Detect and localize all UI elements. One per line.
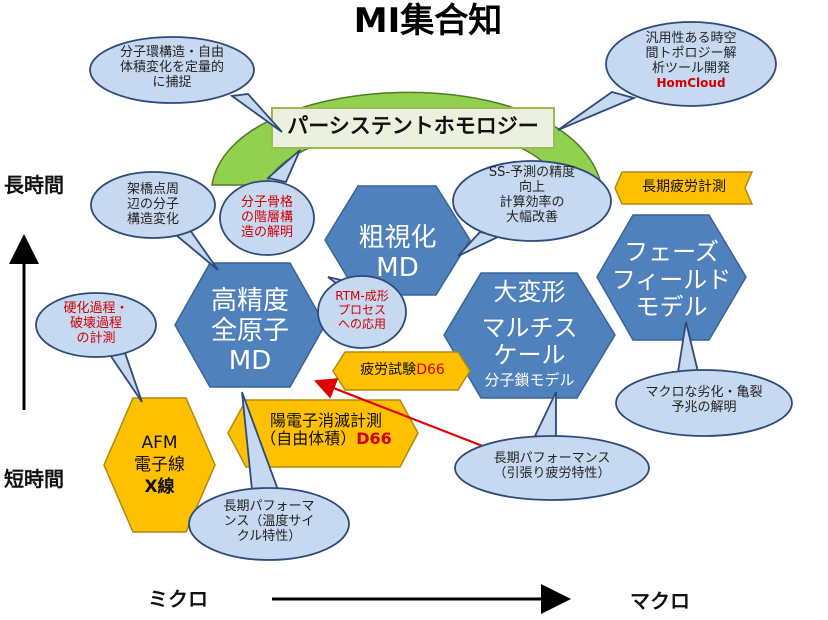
bubble-rtm-shape (317, 275, 407, 349)
x-axis-left-label: ミクロ (148, 587, 208, 611)
bubble-hardening-line3: の計測 (76, 330, 116, 346)
bubble-thermal-line1: 長期パフォーマ (223, 499, 315, 514)
bubble-thermal: 長期パフォーマ ンス（温度サイ クル特性） (199, 499, 339, 545)
bubble-hardening: 硬化過程・ 破壊過程 の計測 (46, 301, 146, 347)
y-axis-bottom-label: 短時間 (4, 467, 64, 491)
hex-md-full-line1: 高精度 (210, 286, 289, 316)
box-long-fatigue-shape (614, 171, 754, 205)
hex-multiscale-line3: ケール (493, 341, 566, 370)
bubble-ring-structure-line1: 分子環構造・自由 (119, 45, 224, 60)
bubble-ss-line3: 計算効率の (499, 194, 565, 210)
hex-multiscale-label: 大変形 マルチス ケール 分子鎖モデル (444, 278, 615, 389)
hex-phase-field-line1: フェーズ (624, 238, 719, 266)
bubble-skeleton-shape (219, 149, 315, 256)
bubble-tool-line2: 間トポロジー解 (645, 45, 737, 61)
box-positron-line2: （自由体積） (260, 429, 357, 449)
box-fatigue-test-shape (332, 351, 471, 391)
hex-afm (103, 397, 216, 533)
box-fatigue-test-text: 疲労試験 (360, 362, 417, 378)
bubble-ss: SS-予測の精度 向上 計算効率の 大幅改善 (462, 165, 602, 226)
box-positron-label: 陽電子消滅計測 （自由体積）D66 (246, 411, 406, 449)
bubble-tensile-line1: 長期パフォーマンス (493, 451, 611, 466)
bubble-skeleton: 分子骨格 の階層構 造の解明 (222, 195, 312, 241)
bubble-tool-line1: 汎用性ある時空 (645, 31, 737, 46)
hex-coarse-line1: 粗視化 (358, 223, 437, 253)
bubble-rtm-line3: への応用 (337, 316, 386, 331)
box-positron-shape (227, 399, 419, 468)
bubble-ring-structure-line3: に捕捉 (152, 74, 192, 90)
banner-label: パーシステントホモロジー (287, 114, 539, 138)
y-axis-top-label: 長時間 (4, 173, 64, 197)
bubble-crosslink-shape (90, 171, 219, 271)
hex-afm-line3: X線 (144, 477, 175, 498)
bubble-macro-line1: マクロな劣化・亀裂 (645, 385, 763, 400)
bubble-hardening-line2: 破壊過程 (69, 315, 122, 331)
bubble-ss-shape (452, 160, 612, 257)
hex-phase-field-line3: モデル (635, 293, 708, 322)
bubble-macro: マクロな劣化・亀裂 予兆の解明 (624, 385, 784, 416)
bubble-tool-shape (557, 21, 777, 131)
bubble-macro-line2: 予兆の解明 (671, 399, 737, 415)
hex-md-full-label: 高精度 全原子 MD (175, 286, 325, 377)
hex-md-full-line3: MD (228, 345, 272, 376)
box-fatigue-test-label: 疲労試験D66 (340, 362, 465, 378)
bubble-crosslink-line2: 辺の分子 (126, 196, 179, 212)
bubble-tensile-shape (454, 391, 650, 501)
bubble-rtm-line2: プロセス (337, 302, 386, 317)
bubble-thermal-line2: ンス（温度サイ (223, 513, 315, 529)
bubble-skeleton-line2: の階層構 (240, 209, 293, 225)
bubble-thermal-line3: クル特性） (236, 528, 302, 544)
hex-phase-field-line2: フィールド (611, 265, 732, 294)
bubble-crosslink-line1: 架橋点周 (126, 182, 179, 197)
hex-phase-field-label: フェーズ フィールド モデル (597, 238, 746, 322)
bubble-ss-line4: 大幅改善 (505, 209, 558, 225)
bubble-hardening-line1: 硬化過程・ (63, 301, 129, 316)
bubble-ring-structure: 分子環構造・自由 体積変化を定量的 に捕捉 (92, 45, 252, 91)
bubble-crosslink: 架橋点周 辺の分子 構造変化 (103, 182, 203, 228)
page-title: MI集合知 (353, 1, 503, 41)
x-axis-right-label: マクロ (630, 589, 690, 613)
bubble-ss-line1: SS-予測の精度 (488, 165, 576, 180)
hex-multiscale-line1: 大変形 (493, 278, 566, 306)
bubble-macro-shape (615, 321, 793, 437)
bubble-hardening-shape (35, 292, 157, 403)
box-long-fatigue-label: 長期疲労計測 (642, 179, 726, 195)
bubble-crosslink-line3: 構造変化 (126, 211, 179, 227)
box-positron-code: D66 (356, 429, 392, 449)
hex-multiscale-line2: マルチス (481, 313, 578, 342)
banner-box (271, 107, 555, 149)
bubble-skeleton-line3: 造の解明 (240, 224, 293, 240)
bubble-rtm-line1: RTM-成形 (335, 289, 389, 303)
bubble-tool-line4: HomCloud (656, 75, 726, 90)
bubble-rtm: RTM-成形 プロセス への応用 (322, 289, 402, 331)
hex-coarse-line2: MD (376, 252, 419, 283)
hex-phase-field (596, 214, 747, 341)
bubble-skeleton-line1: 分子骨格 (240, 195, 293, 210)
bubble-ss-line2: 向上 (518, 179, 545, 195)
bubble-ring-structure-line2: 体積変化を定量的 (119, 59, 224, 75)
bubble-thermal-shape (188, 391, 350, 561)
bubble-tool-line3: 析ツール開発 (651, 60, 730, 76)
box-positron-line1: 陽電子消滅計測 (269, 411, 382, 430)
bubble-tensile-line2: （引張り疲労特性） (493, 465, 611, 481)
bubble-ring-structure-shape (89, 36, 283, 133)
bubble-tensile: 長期パフォーマンス （引張り疲労特性） (462, 451, 642, 482)
hex-md-full-line2: 全原子 (210, 315, 289, 346)
hex-multiscale (443, 272, 616, 399)
hex-afm-line2: 電子線 (134, 455, 185, 476)
hex-afm-label: AFM 電子線 X線 (104, 432, 215, 498)
bubble-tool: 汎用性ある時空 間トポロジー解 析ツール開発 HomCloud (610, 31, 772, 91)
box-fatigue-test-code: D66 (416, 362, 445, 378)
hex-multiscale-sub: 分子鎖モデル (484, 370, 575, 389)
red-arrow (313, 378, 499, 454)
hex-afm-line1: AFM (141, 433, 178, 453)
hex-coarse-label: 粗視化 MD (325, 223, 470, 284)
